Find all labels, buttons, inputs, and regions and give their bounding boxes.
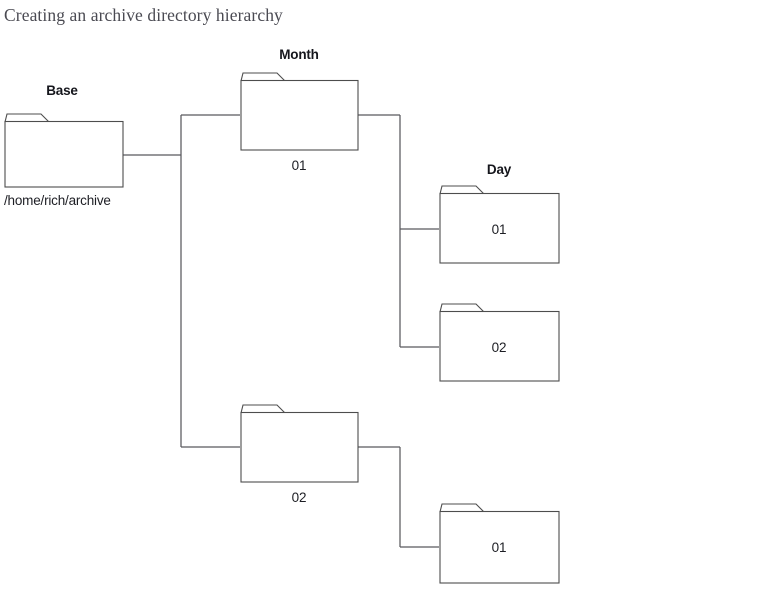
day-folder-02-label: 02 [492,340,507,355]
folder-tab-icon [439,303,485,313]
column-heading-base: Base [46,83,78,98]
month-folder-02-caption: 02 [292,490,307,505]
day-folder-03[interactable]: 01 [439,503,560,584]
figure-title: Creating an archive directory hierarchy [4,5,283,25]
folder-tab-icon [240,404,286,414]
folder-body-icon [4,120,124,188]
folder-tab-icon [4,113,50,123]
folder-body-icon [439,192,560,264]
folder-body-icon [240,411,359,483]
folder-body-icon [439,510,560,584]
month-folder-01[interactable]: 01 [240,72,359,173]
day-folder-03-label: 01 [492,540,507,555]
day-folder-01-label: 01 [492,222,507,237]
column-heading-day: Day [487,162,512,177]
folder-tab-icon [439,185,485,195]
month-folder-02[interactable]: 02 [240,404,359,505]
connector-layer [123,114,439,548]
day-folder-01[interactable]: 01 [439,185,560,264]
folder-body-icon [240,79,359,151]
base-folder-path-label: /home/rich/archive [4,193,111,208]
folder-tab-icon [240,72,286,82]
day-folder-02[interactable]: 02 [439,303,560,382]
base-folder[interactable]: /home/rich/archive [4,113,124,208]
folder-body-icon [439,310,560,382]
column-heading-month: Month [279,47,318,62]
month-folder-01-caption: 01 [292,158,307,173]
folder-tab-icon [439,503,485,513]
